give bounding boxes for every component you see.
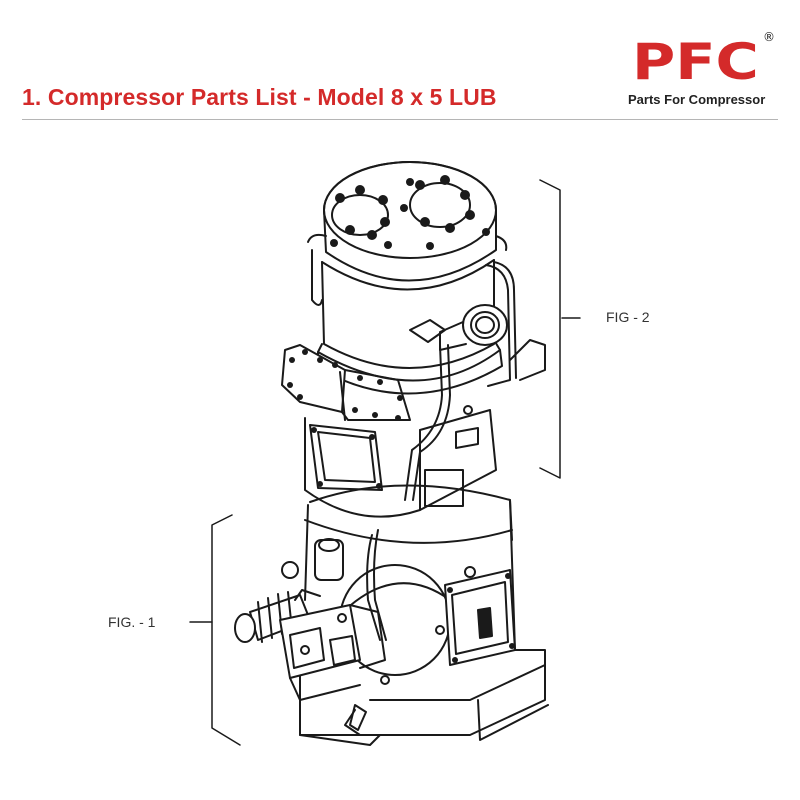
compressor-drawing: FIG - 2 FIG. - 1 [108,161,650,746]
page-header: 1. Compressor Parts List - Model 8 x 5 L… [0,0,800,125]
lubricator-pump [234,566,476,731]
header-divider [22,119,778,120]
fig-2-bracket [539,179,581,479]
distance-piece [281,339,546,518]
logo-tagline: Parts For Compressor [628,92,766,107]
logo-mark: PFC [632,33,759,91]
registered-mark: ® [763,30,775,44]
fig-1-bracket [189,514,241,746]
cylinder-head [307,161,508,282]
fig-1-label: FIG. - 1 [108,614,156,630]
pfc-logo: PFC ® Parts For Compressor [620,30,780,110]
page-title: 1. Compressor Parts List - Model 8 x 5 L… [22,84,497,110]
fig-2-label: FIG - 2 [606,309,650,325]
